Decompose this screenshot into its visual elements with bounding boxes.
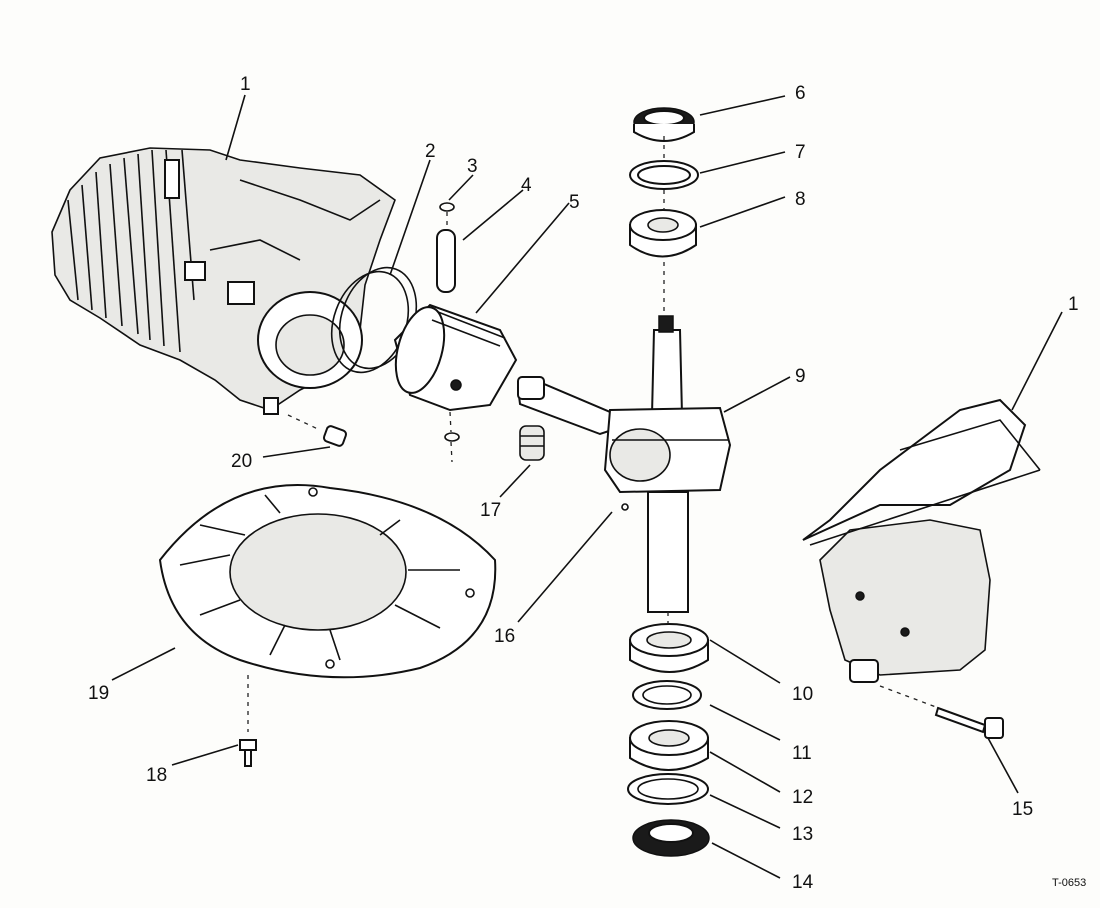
callout-11: 11 — [792, 743, 812, 764]
callout-8: 8 — [795, 189, 806, 210]
callout-2: 2 — [425, 141, 436, 162]
callout-1-right: 1 — [1068, 294, 1079, 315]
baffle-plate — [158, 484, 497, 732]
callout-3: 3 — [467, 156, 478, 177]
callout-17: 17 — [480, 500, 501, 521]
callout-labels: 1 2 3 4 5 6 7 8 9 1 20 17 16 19 10 11 12… — [88, 74, 1086, 893]
callout-15: 15 — [1012, 799, 1033, 820]
callout-5: 5 — [569, 192, 580, 213]
callout-18: 18 — [146, 765, 167, 786]
piston — [393, 303, 518, 412]
callout-12: 12 — [792, 787, 813, 808]
callout-10: 10 — [792, 684, 813, 705]
figure-reference: T-0653 — [1052, 877, 1086, 889]
callout-7: 7 — [795, 142, 806, 163]
callout-20: 20 — [231, 451, 252, 472]
connecting-rod — [516, 376, 614, 461]
callout-9: 9 — [795, 366, 806, 387]
fastener-bolts — [239, 414, 1004, 767]
callout-14: 14 — [792, 872, 814, 893]
callout-1-left: 1 — [240, 74, 251, 95]
callout-16: 16 — [494, 626, 515, 647]
crankcase-cover-right — [802, 398, 1041, 683]
callout-13: 13 — [792, 824, 813, 845]
callout-6: 6 — [795, 83, 806, 104]
callout-4: 4 — [521, 175, 532, 196]
cylinder-crankcase-left — [51, 147, 396, 415]
upper-bearing-stack — [629, 107, 699, 312]
lower-bearing-stack — [627, 612, 710, 857]
callout-19: 19 — [88, 683, 109, 704]
crankshaft — [603, 315, 732, 613]
leader-lines — [111, 94, 1063, 879]
piston-pin-and-clips — [436, 202, 460, 463]
